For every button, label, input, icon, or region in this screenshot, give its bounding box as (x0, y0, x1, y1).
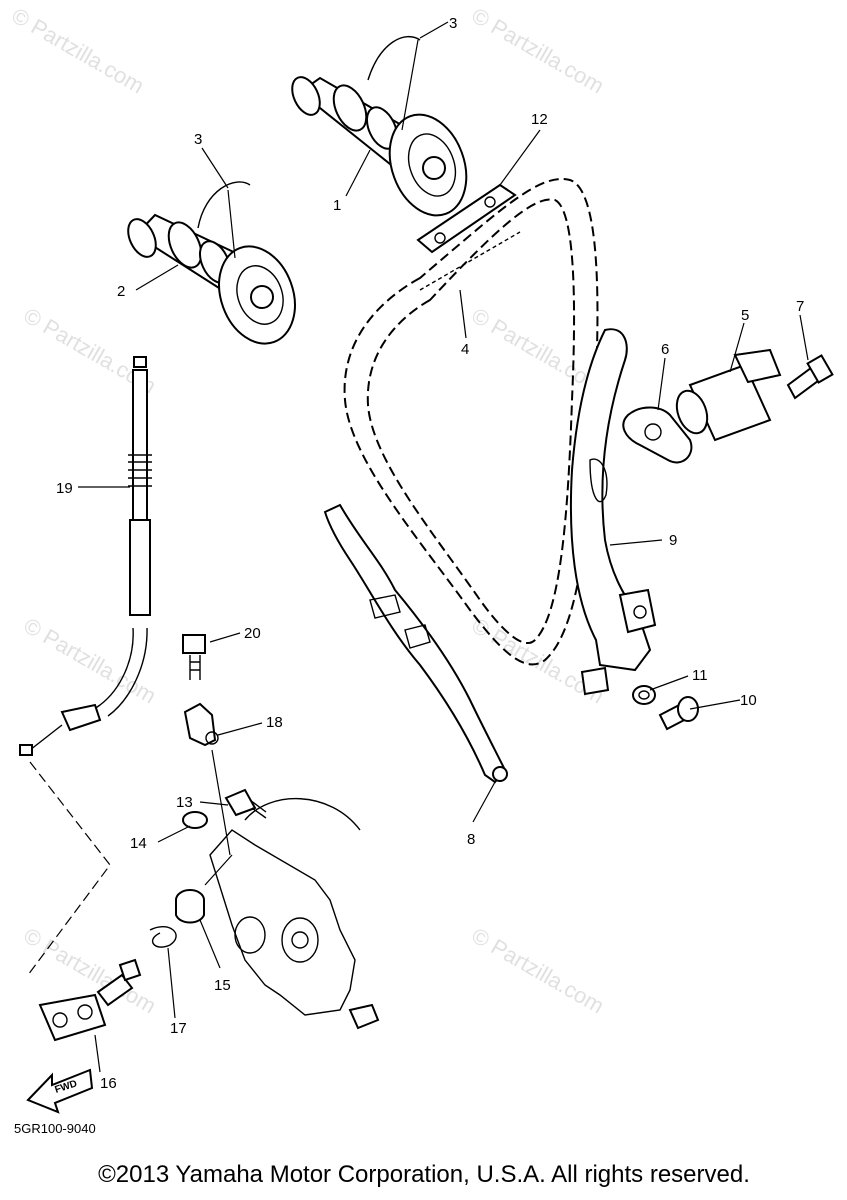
callout-6: 6 (661, 341, 669, 358)
part-1-camshaft (291, 76, 468, 217)
part-13-bolt (224, 788, 267, 819)
fwd-arrow-icon: FWD (26, 1068, 94, 1114)
callout-14: 14 (130, 835, 147, 852)
watermark-layer: © Partzilla.com © Partzilla.com © Partzi… (8, 3, 609, 1019)
part-9-chain-tensioner-guide (569, 328, 657, 696)
part-7-bolt (786, 354, 834, 400)
part-20-bolt (182, 634, 206, 680)
watermark: © Partzilla.com (20, 613, 161, 709)
callout-17: 17 (170, 1020, 187, 1037)
copyright-notice: ©2013 Yamaha Motor Corporation, U.S.A. A… (98, 1161, 750, 1188)
part-11-washer (632, 685, 656, 705)
diagram-code: 5GR100-9040 (14, 1121, 96, 1136)
part-5-chain-tensioner (675, 348, 782, 442)
watermark: © Partzilla.com (8, 3, 149, 99)
part-10-bolt (658, 696, 699, 731)
callout-12: 12 (531, 111, 548, 128)
watermark: © Partzilla.com (468, 923, 609, 1019)
part-6-gasket (622, 406, 693, 464)
part-15-oil-seal (175, 889, 205, 924)
part-2-camshaft (127, 213, 296, 345)
callout-9: 9 (669, 532, 677, 549)
callout-3: 3 (449, 15, 457, 32)
callout-10: 10 (740, 692, 757, 709)
part-19-cable (19, 356, 152, 756)
part-18-clamp (183, 702, 219, 747)
part-17-spring (149, 926, 177, 948)
callout-5: 5 (741, 307, 749, 324)
callout-3: 3 (194, 131, 202, 148)
part-14-washer (182, 811, 208, 829)
callout-15: 15 (214, 977, 231, 994)
callout-18: 18 (266, 714, 283, 731)
engine-case (209, 797, 380, 1030)
callout-1: 1 (333, 197, 341, 214)
part-12-chain-guide-top (416, 183, 517, 254)
callout-4: 4 (461, 341, 469, 358)
leader-lines (78, 21, 809, 1073)
callout-8: 8 (467, 831, 475, 848)
callout-labels: 1 2 3 3 4 5 6 7 8 9 10 11 12 13 14 15 16… (56, 15, 804, 1092)
callout-19: 19 (56, 480, 73, 497)
watermark: © Partzilla.com (468, 3, 609, 99)
part-8-chain-guide (323, 503, 508, 784)
callout-11: 11 (692, 667, 708, 684)
part-4-timing-chain (343, 177, 599, 666)
callout-2: 2 (117, 283, 125, 300)
callout-7: 7 (796, 298, 804, 315)
callout-20: 20 (244, 625, 261, 642)
callout-16: 16 (100, 1075, 117, 1092)
callout-13: 13 (176, 794, 193, 811)
part-16-shaft (38, 958, 142, 1042)
part-3-clip (197, 35, 421, 229)
